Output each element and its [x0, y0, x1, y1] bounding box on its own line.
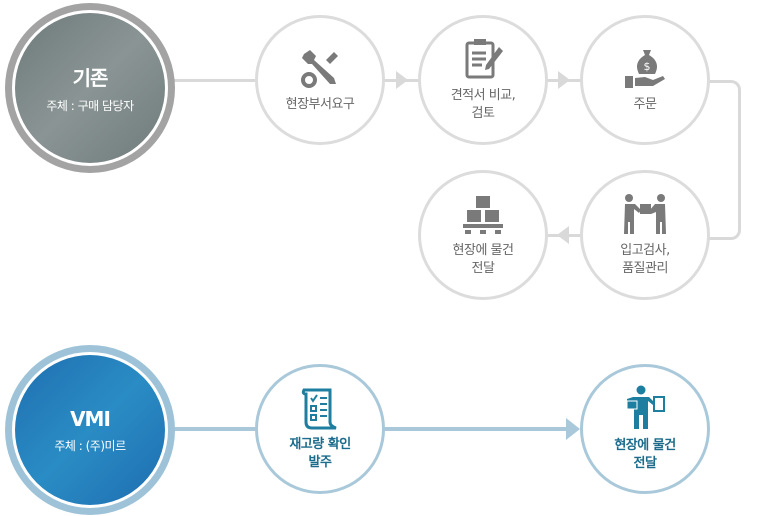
legacy-badge: 기존 주체 : 구매 담당자	[5, 3, 175, 173]
arrow-right-icon	[566, 418, 580, 440]
delivery-person-icon	[626, 385, 665, 429]
connector	[170, 427, 290, 431]
step-label: 현장에 물건 전달	[614, 438, 676, 471]
step-stock-check: 재고량 확인 발주	[255, 364, 385, 494]
money-hand-icon: $	[625, 50, 665, 88]
step-order: $ 주문	[580, 15, 710, 145]
step-inspection: 입고검사, 품질관리	[580, 170, 710, 300]
vmi-title: VMI	[70, 406, 111, 431]
inspection-icon	[624, 194, 666, 234]
step-label: 현장에 물건 전달	[452, 243, 514, 276]
svg-text:$: $	[644, 60, 651, 73]
checklist-scroll-icon	[301, 388, 337, 430]
legacy-title: 기존	[72, 66, 109, 90]
vmi-subtitle: 주체 : (주)미르	[54, 438, 126, 453]
arrow-right-icon	[396, 71, 408, 89]
connector	[700, 80, 741, 240]
legacy-subtitle: 주체 : 구매 담당자	[46, 99, 134, 113]
arrow-left-icon	[557, 226, 569, 244]
step-label: 입고검사, 품질관리	[620, 243, 670, 276]
vmi-badge: VMI 주체 : (주)미르	[5, 345, 175, 515]
step-quote-compare: 견적서 비교, 검토	[418, 15, 548, 145]
arrow-right-icon	[558, 71, 570, 89]
step-label: 현장부서요구	[285, 97, 355, 112]
step-label: 견적서 비교, 검토	[450, 88, 516, 121]
step-field-request: 현장부서요구	[255, 15, 385, 145]
step-vmi-deliver: 현장에 물건 전달	[580, 364, 710, 494]
boxes-pallet-icon	[463, 196, 503, 234]
step-label: 재고량 확인 발주	[289, 437, 351, 470]
step-label: 주문	[633, 97, 657, 112]
step-deliver: 현장에 물건 전달	[418, 170, 548, 300]
clipboard-pen-icon	[465, 39, 503, 79]
connector	[380, 427, 570, 431]
wrench-icon	[301, 50, 338, 88]
